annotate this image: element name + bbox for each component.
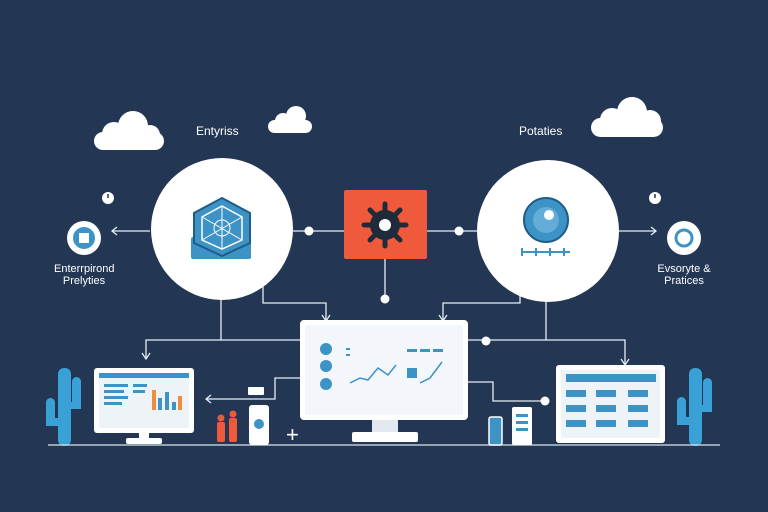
cactus-right (677, 368, 712, 446)
right-hub-node (477, 160, 619, 302)
cloud-icon (94, 111, 164, 150)
center-monitor (300, 320, 468, 442)
right-side-label: Evsoryte & Pratices (654, 263, 714, 287)
tablet-icon (512, 407, 532, 445)
left-hub-node (151, 158, 293, 300)
plus-icon: + (286, 422, 299, 447)
right-side-label-line2: Pratices (664, 275, 704, 287)
clock-icon (102, 192, 114, 204)
globe-icon (521, 197, 570, 256)
cactus-left (46, 368, 81, 446)
cloud-icon (268, 106, 312, 133)
right-monitor (556, 365, 665, 443)
left-side-label-line2: Prelyties (62, 275, 106, 287)
phone-icon (249, 405, 269, 445)
gear-icon (361, 201, 409, 249)
left-hub-title: Entyriss (196, 124, 239, 138)
cog-icon (667, 221, 701, 255)
people-icon (217, 410, 237, 442)
right-hub-title: Potaties (519, 124, 563, 138)
left-side-label: Enterrpirond Prelyties (54, 263, 115, 287)
cloud-icon (591, 97, 663, 137)
device-icon (67, 221, 101, 255)
left-monitor (94, 368, 194, 444)
center-hub-node (344, 190, 427, 259)
connector-nodes (304, 226, 550, 406)
connector-lines (110, 226, 658, 404)
clock-icon (649, 192, 661, 204)
tablet-icon (488, 416, 503, 446)
polyhedron-shield-icon (191, 196, 251, 259)
left-side-label-line1: Enterrpirond (54, 263, 115, 275)
right-side-label-line1: Evsoryte & (657, 263, 711, 275)
router-icon (248, 387, 264, 395)
